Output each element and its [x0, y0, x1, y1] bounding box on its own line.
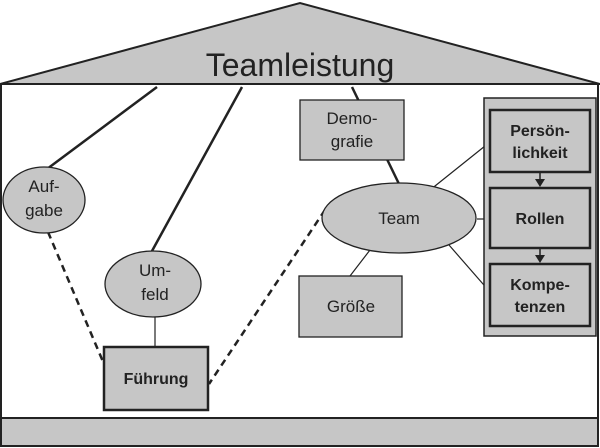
connector-team-fuehrung — [207, 209, 327, 385]
connector-team-groesse — [349, 249, 371, 277]
node-rollen: Rollen — [488, 186, 592, 250]
node-groesse-label: Größe — [327, 297, 375, 316]
node-fuehrung: Führung — [102, 345, 210, 412]
node-team-label: Team — [378, 209, 420, 228]
node-kompetenzen: Kompe- tenzen — [488, 262, 592, 328]
node-demografie-line-1: Demo- — [326, 109, 377, 128]
node-umfeld-line-1: Um- — [139, 261, 171, 280]
node-persoenlichkeit-line-1: Persön- — [510, 123, 570, 140]
node-umfeld-line-2: feld — [141, 285, 168, 304]
node-team: Team — [321, 182, 477, 254]
node-rollen-label: Rollen — [516, 211, 565, 228]
connector-roof-aufgabe — [46, 85, 158, 171]
connector-team-kompetenzen — [448, 244, 491, 293]
node-demografie-line-2: grafie — [331, 132, 374, 151]
node-aufgabe-line-1: Auf- — [28, 177, 59, 196]
node-umfeld: Um- feld — [104, 250, 202, 318]
node-kompetenzen-line-2: tenzen — [515, 299, 566, 316]
node-persoenlichkeit-line-2: lichkeit — [512, 145, 568, 162]
connector-roof-umfeld — [150, 86, 244, 252]
node-groesse: Größe — [298, 275, 403, 338]
arrow-rollen-kompetenzen — [535, 248, 545, 263]
diagram-title: Teamleistung — [206, 47, 395, 83]
node-persoenlichkeit: Persön- lichkeit — [488, 108, 592, 174]
node-aufgabe: Auf- gabe — [2, 166, 86, 234]
arrow-persoenlichkeit-rollen — [535, 172, 545, 187]
node-aufgabe-line-2: gabe — [25, 201, 63, 220]
node-fuehrung-label: Führung — [124, 371, 189, 388]
house-base — [0, 417, 599, 447]
node-demografie: Demo- grafie — [299, 99, 405, 161]
connector-team-persoenlichkeit — [429, 141, 491, 191]
node-kompetenzen-line-1: Kompe- — [510, 277, 570, 294]
